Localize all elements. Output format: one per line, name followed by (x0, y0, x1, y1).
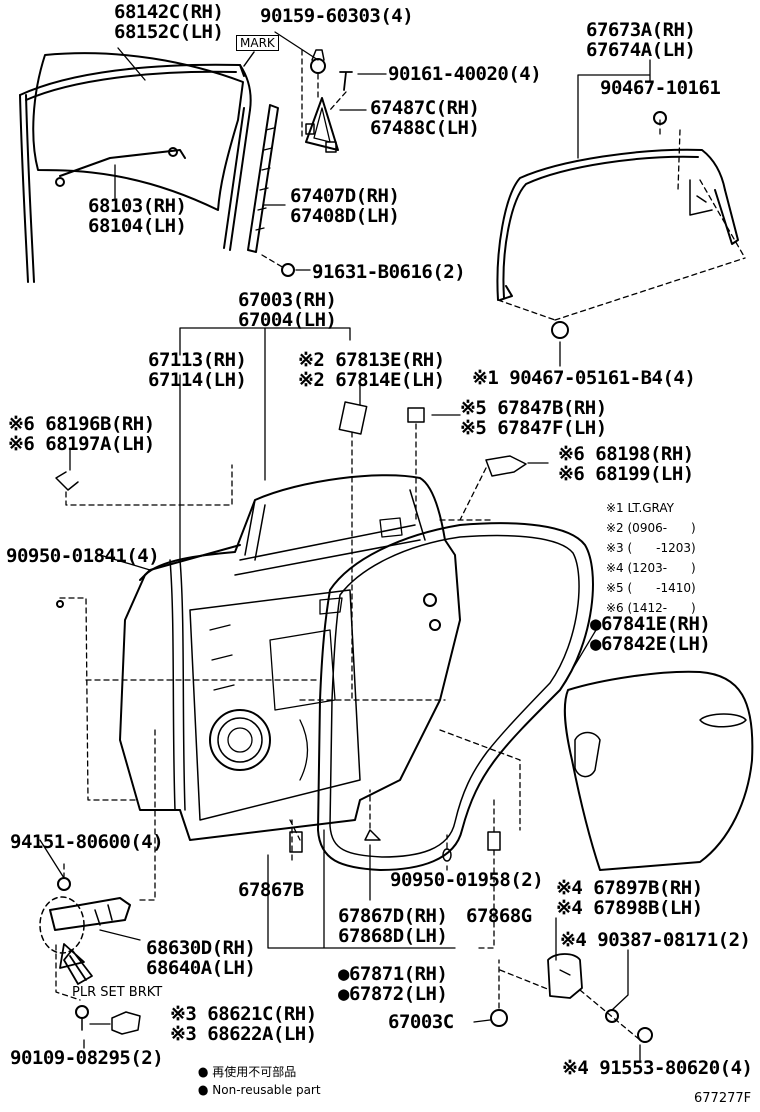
label-67847b: ※5 67847B(RH) ※5 67847F(LH) (460, 398, 607, 438)
label-68630d-lh: 68640A(LH) (146, 957, 256, 979)
label-67407d-rh: 67407D(RH) (290, 185, 400, 207)
label-94151: 94151-80600(4) (10, 831, 164, 853)
label-68142c-lh: 68152C(LH) (114, 21, 224, 43)
label-67867d-rh: 67867D(RH) (338, 905, 448, 927)
door-check-drawing (39, 896, 131, 954)
label-67487c-rh: 67487C(RH) (370, 97, 480, 119)
figure-number: 677277F (694, 1091, 752, 1106)
glass-run-drawing (19, 63, 252, 283)
label-67813e: ※2 67813E(RH) ※2 67814E(LH) (298, 350, 445, 390)
label-67003c: 67003C (388, 1011, 454, 1033)
door-glass-drawing (32, 52, 244, 211)
note-5: ※5 ( -1410) (606, 581, 696, 595)
label-67113-lh: 67114(LH) (148, 369, 247, 391)
note-3: ※3 ( -1203) (606, 541, 696, 555)
label-67867d: 67867D(RH) 67868D(LH) (338, 905, 448, 947)
label-91553: ※4 91553-80620(4) (562, 1057, 753, 1079)
label-67487c-lh: 67488C(LH) (370, 117, 480, 139)
label-68103: 68103(RH) 68104(LH) (88, 195, 187, 237)
label-68103-lh: 68104(LH) (88, 215, 187, 237)
label-67841e: ●67841E(RH) ●67842E(LH) (590, 613, 711, 655)
label-90950-01958: 90950-01958(2) (390, 869, 544, 891)
label-90387: ※4 90387-08171(2) (560, 929, 751, 951)
label-67407d: 67407D(RH) 67408D(LH) (290, 185, 400, 227)
door-panel-drawing (119, 474, 461, 841)
outer-weatherstrip-drawing (496, 148, 739, 301)
label-67847b-rh: ※5 67847B(RH) (460, 397, 607, 419)
label-67897b: ※4 67897B(RH) ※4 67898B(LH) (556, 878, 703, 918)
label-68196b-lh: ※6 68197A(LH) (8, 433, 155, 455)
label-68630d: 68630D(RH) 68640A(LH) (146, 937, 256, 979)
label-67867d-lh: 67868D(LH) (338, 925, 448, 947)
label-90159: 90159-60303(4) (260, 5, 414, 27)
label-plr-set-brkt: PLR SET BRKT (72, 985, 163, 1000)
label-67407d-lh: 67408D(LH) (290, 205, 400, 227)
label-68103-rh: 68103(RH) (88, 195, 187, 217)
label-67003-rh: 67003(RH) (238, 289, 337, 311)
partition-triangle-drawing (305, 97, 339, 153)
label-90467-10161: 90467-10161 (600, 77, 721, 99)
label-67003: 67003(RH) 67004(LH) (238, 289, 337, 331)
label-mark: MARK (236, 35, 279, 51)
label-68142c: 68142C(RH) 68152C(LH) (114, 1, 224, 43)
label-68621c-rh: ※3 68621C(RH) (170, 1003, 317, 1025)
trim-board-drawing (563, 670, 754, 871)
label-67871-rh: ●67871(RH) (338, 963, 448, 985)
label-67868g: 67868G (466, 905, 532, 927)
division-bar-drawing (247, 104, 279, 253)
legend-line-jp: ● 再使用不可部品 (198, 1065, 297, 1079)
label-67841e-lh: ●67842E(LH) (590, 633, 711, 655)
label-90950-01841: 90950-01841(4) (6, 545, 160, 567)
label-68621c-lh: ※3 68622A(LH) (170, 1023, 317, 1045)
label-68198: ※6 68198(RH) ※6 68199(LH) (558, 444, 694, 484)
label-67673a-lh: 67674A(LH) (586, 39, 696, 61)
label-67897b-rh: ※4 67897B(RH) (556, 877, 703, 899)
label-67813e-rh: ※2 67813E(RH) (298, 349, 445, 371)
label-90467-05161: ※1 90467-05161-B4(4) (472, 367, 696, 389)
label-67841e-rh: ●67841E(RH) (590, 613, 711, 635)
legend-line-en: ● Non-reusable part (198, 1083, 321, 1097)
label-67673a: 67673A(RH) 67674A(LH) (586, 19, 696, 61)
label-67113-rh: 67113(RH) (148, 349, 247, 371)
label-68198-lh: ※6 68199(LH) (558, 463, 694, 485)
note-2: ※2 (0906- ) (606, 521, 696, 535)
label-67871: ●67871(RH) ●67872(LH) (338, 963, 448, 1005)
note-6: ※6 (1412- ) (606, 601, 696, 615)
label-68196b: ※6 68196B(RH) ※6 68197A(LH) (8, 414, 155, 454)
label-68198-rh: ※6 68198(RH) (558, 443, 694, 465)
label-67897b-lh: ※4 67898B(LH) (556, 897, 703, 919)
notes-list: ※1 LT.GRAY ※2 (0906- ) ※3 ( -1203) ※4 (1… (606, 498, 696, 618)
label-67487c: 67487C(RH) 67488C(LH) (370, 97, 480, 139)
door-weatherstrip-drawing (317, 522, 594, 871)
label-67673a-rh: 67673A(RH) (586, 19, 696, 41)
legend: ● 再使用不可部品 ● Non-reusable part (198, 1065, 321, 1097)
note-1: ※1 LT.GRAY (606, 501, 675, 515)
label-67813e-lh: ※2 67814E(LH) (298, 369, 445, 391)
note-4: ※4 (1203- ) (606, 561, 696, 575)
label-68142c-rh: 68142C(RH) (114, 1, 224, 23)
label-67003-lh: 67004(LH) (238, 309, 337, 331)
label-91631: 91631-B0616(2) (312, 261, 466, 283)
label-68621c: ※3 68621C(RH) ※3 68622A(LH) (170, 1004, 317, 1044)
label-67871-lh: ●67872(LH) (338, 983, 448, 1005)
label-67867b: 67867B (238, 879, 304, 901)
label-90109: 90109-08295(2) (10, 1047, 164, 1069)
label-68196b-rh: ※6 68196B(RH) (8, 413, 155, 435)
label-90161: 90161-40020(4) (388, 63, 542, 85)
label-67113: 67113(RH) 67114(LH) (148, 349, 247, 391)
label-67847b-lh: ※5 67847F(LH) (460, 417, 607, 439)
label-68630d-rh: 68630D(RH) (146, 937, 256, 959)
